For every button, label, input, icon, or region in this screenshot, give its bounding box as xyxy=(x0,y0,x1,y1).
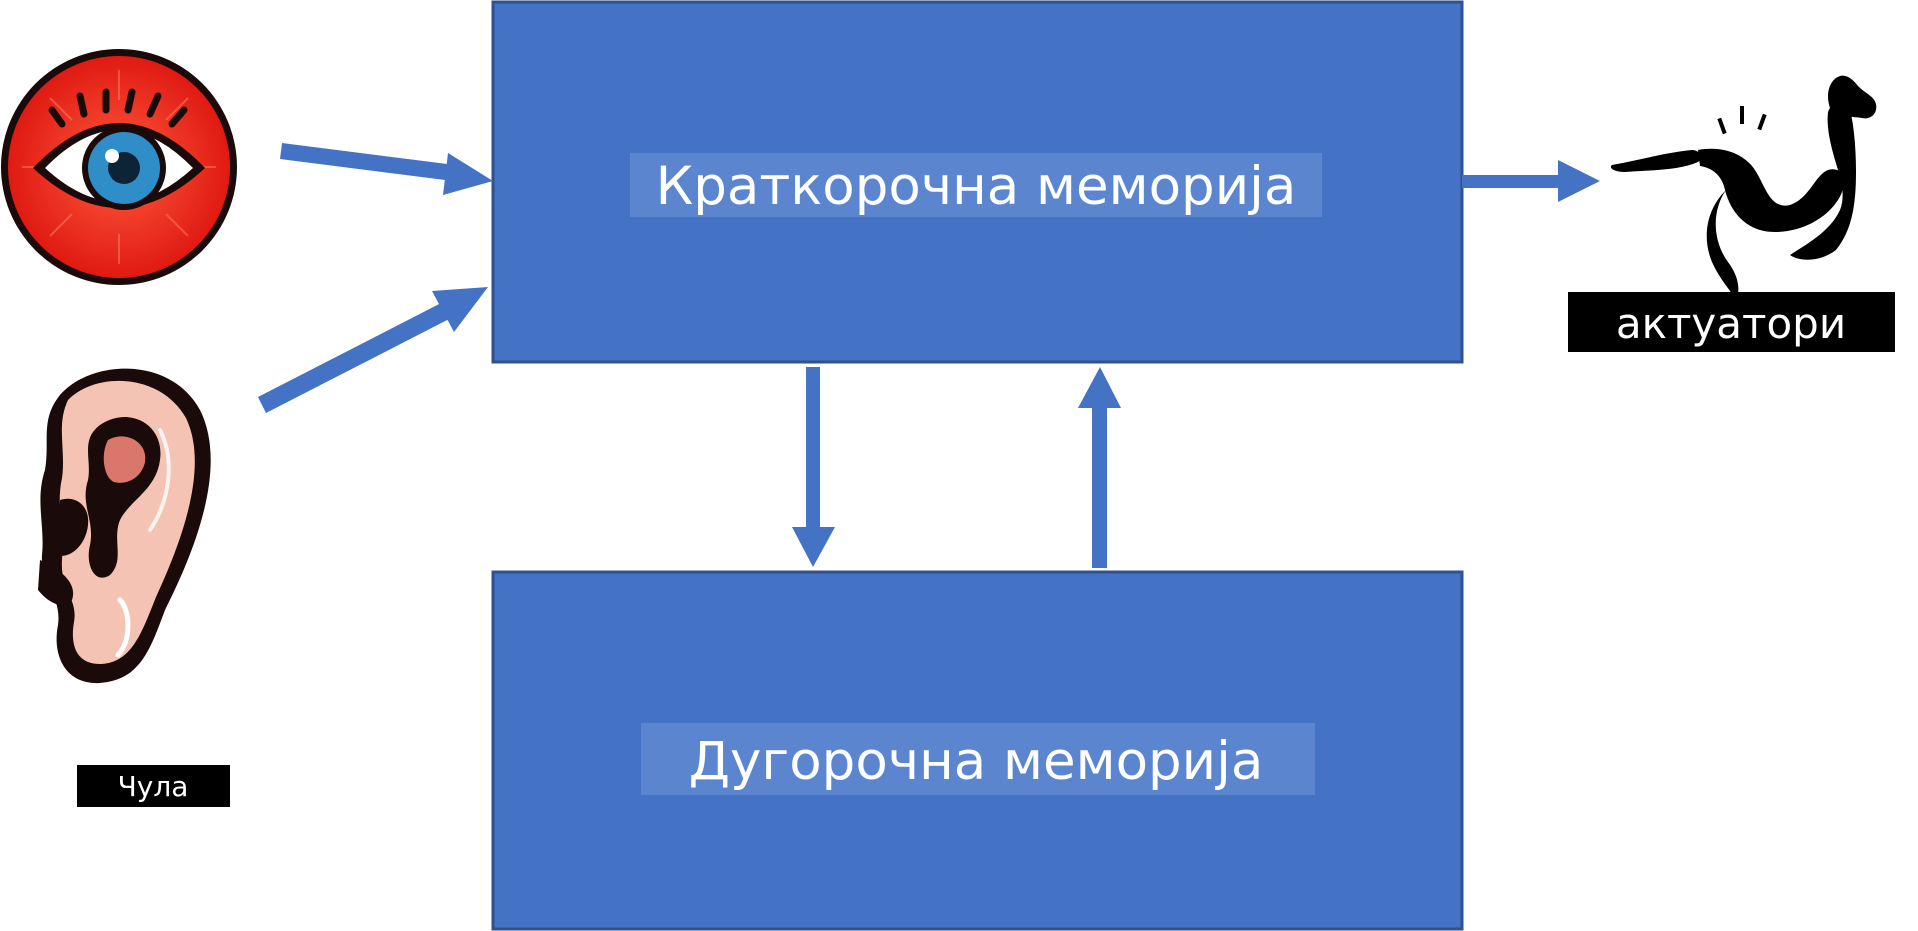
actuators-tag: актуатори xyxy=(1568,292,1895,352)
long-term-memory-box: Дугорочна меморија xyxy=(491,570,1464,931)
short-term-memory-label: Краткорочна меморија xyxy=(656,156,1297,217)
ear-icon xyxy=(38,368,211,684)
arrow-short-term-to-actuators xyxy=(1462,160,1600,202)
arrow-short-to-long-term xyxy=(792,367,835,567)
actuators-label: актуатори xyxy=(1616,299,1846,348)
short-term-memory-box: Краткорочна меморија xyxy=(491,0,1464,364)
senses-label: Чула xyxy=(118,770,189,803)
long-term-memory-label: Дугорочна меморија xyxy=(689,731,1264,792)
eye-icon xyxy=(1,49,237,285)
arrow-eye-to-short-term xyxy=(280,143,493,195)
flexed-arm-icon xyxy=(1610,75,1877,300)
arrow-long-to-short-term xyxy=(1078,367,1121,568)
long-term-memory-label-band xyxy=(641,723,1315,795)
short-term-memory-label-band xyxy=(630,153,1322,217)
arrow-ear-to-short-term xyxy=(258,287,488,413)
senses-tag: Чула xyxy=(77,765,230,807)
